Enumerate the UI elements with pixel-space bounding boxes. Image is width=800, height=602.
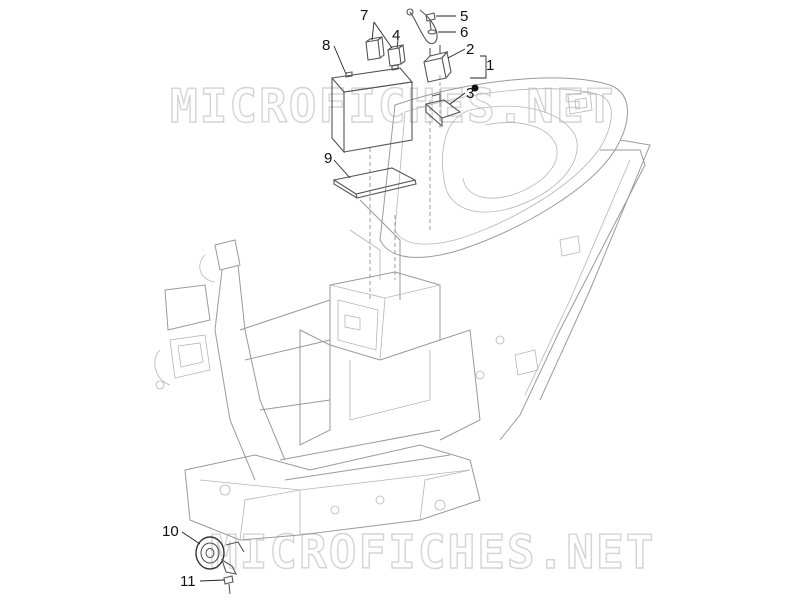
- scooter-frame: [154, 77, 651, 541]
- callout-2: 2: [466, 41, 474, 58]
- callout-3: 3: [466, 85, 474, 102]
- horn-bolt: [223, 575, 234, 595]
- battery-pad: [332, 167, 417, 199]
- watermark-bottom: MICROFICHES.NET: [210, 525, 655, 579]
- starter-relay: [406, 8, 452, 83]
- callout-6: 6: [460, 24, 468, 41]
- callout-9: 9: [324, 150, 332, 167]
- battery: [330, 64, 414, 154]
- callout-1: 1: [486, 57, 494, 74]
- installation-guides: [369, 75, 441, 300]
- callout-4: 4: [392, 27, 400, 44]
- callout-5: 5: [460, 8, 468, 25]
- horn: [195, 536, 245, 575]
- callout-11: 11: [180, 573, 196, 590]
- watermark-top: MICROFICHES.NET: [170, 79, 615, 133]
- screw-and-washer: [425, 12, 437, 35]
- leader-lines: [181, 15, 487, 582]
- callout-labels: 1 2 3 4 5 6 7 8 9 10 11: [162, 7, 494, 590]
- filled-dot-icon: [471, 84, 479, 92]
- callout-10: 10: [162, 523, 179, 540]
- relay-bracket: [424, 93, 462, 128]
- callout-8: 8: [322, 37, 330, 54]
- callout-7: 7: [360, 7, 368, 24]
